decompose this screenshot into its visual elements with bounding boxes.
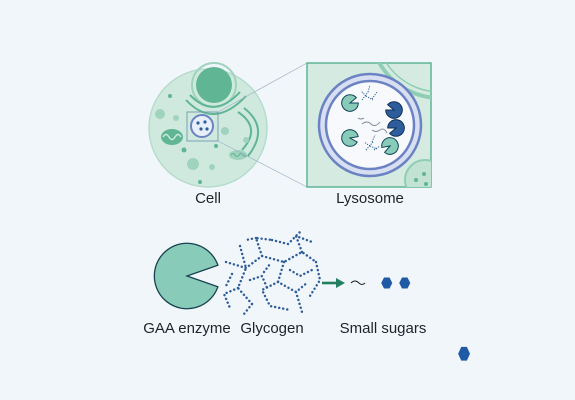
sugar-hexagon (381, 277, 393, 289)
sugar-hexagon (458, 346, 470, 361)
gaa-enzyme (153, 242, 219, 310)
mitochondrion (161, 129, 183, 145)
lysosome-enzyme (385, 101, 403, 119)
vesicles (155, 109, 249, 170)
label-cell: Cell (195, 190, 221, 207)
glycogen-molecule (222, 230, 322, 316)
nucleus (196, 67, 232, 103)
mitochondrion (229, 150, 248, 160)
cell-lysosome-highlight (186, 111, 219, 142)
label-small-sugars: Small sugars (339, 320, 427, 337)
label-lysosome: Lysosome (336, 190, 404, 207)
sugar-hexagon (399, 277, 411, 289)
zoom-guide (217, 62, 308, 113)
zoom-guide (217, 140, 308, 188)
small-sugars (350, 277, 470, 361)
lysosome-enzyme (341, 129, 359, 147)
lysosome-enzyme (341, 94, 359, 112)
lysosome-panel (306, 62, 432, 188)
lysosome-sugar-strands (357, 117, 388, 134)
endoplasmic-reticulum (185, 91, 259, 157)
neighbor-organelle (404, 159, 431, 187)
lysosome-enzyme (387, 119, 405, 137)
lysosome-glycogen (360, 84, 381, 151)
label-gaa-enzyme: GAA enzyme (143, 320, 231, 337)
conversion-arrow (322, 278, 345, 288)
cell-illustration (148, 62, 308, 188)
lysosome-enzyme (381, 137, 399, 155)
label-glycogen: Glycogen (240, 320, 304, 337)
vesicles (168, 94, 218, 184)
